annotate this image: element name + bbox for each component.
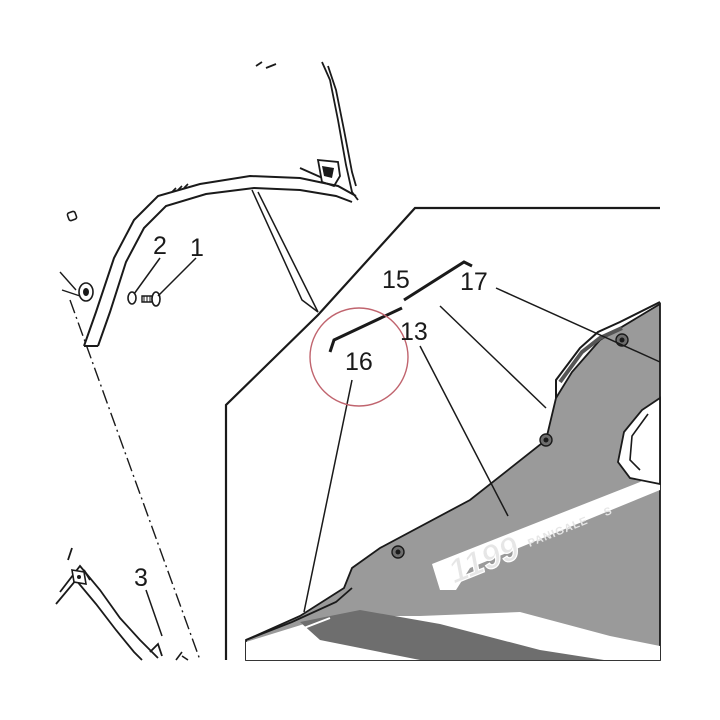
part-3-bolt — [175, 651, 189, 661]
side-fairing — [245, 301, 661, 661]
logo-variant-text: S — [602, 505, 614, 519]
trim-strip — [83, 174, 357, 347]
callout-1: 1 — [190, 234, 204, 262]
leader-lines — [133, 189, 661, 637]
leader-17 — [495, 287, 661, 363]
small-pin — [66, 210, 78, 222]
leader-16 — [303, 379, 353, 613]
assembly-axis-line — [69, 299, 201, 661]
bracket-17 — [403, 260, 473, 302]
callout-17: 17 — [460, 268, 488, 296]
bracket-16 — [328, 306, 403, 353]
fairing-bolt-1 — [391, 545, 405, 559]
leader-trim-b — [257, 191, 319, 313]
lower-bracket — [71, 569, 87, 585]
leader-2 — [133, 257, 161, 295]
leader-1 — [157, 257, 197, 297]
windscreen-bracket — [316, 158, 341, 188]
callout-3: 3 — [134, 564, 148, 592]
grommet — [61, 282, 94, 302]
callout-2: 2 — [153, 232, 167, 260]
detail-frame — [224, 206, 660, 660]
leader-13 — [419, 345, 509, 517]
fairing-bolt-2 — [539, 433, 553, 447]
left-edge-line — [59, 271, 77, 291]
bracket-marks — [328, 260, 473, 353]
callout-13: 13 — [400, 318, 428, 346]
leader-trim-a — [251, 189, 319, 313]
callout-16: 16 — [345, 348, 373, 376]
leader-3 — [145, 589, 163, 637]
leader-15 — [439, 305, 547, 409]
highlight-circle-16 — [309, 307, 409, 407]
washer — [127, 291, 137, 305]
screw — [141, 291, 161, 307]
callout-15: 15 — [382, 266, 410, 294]
